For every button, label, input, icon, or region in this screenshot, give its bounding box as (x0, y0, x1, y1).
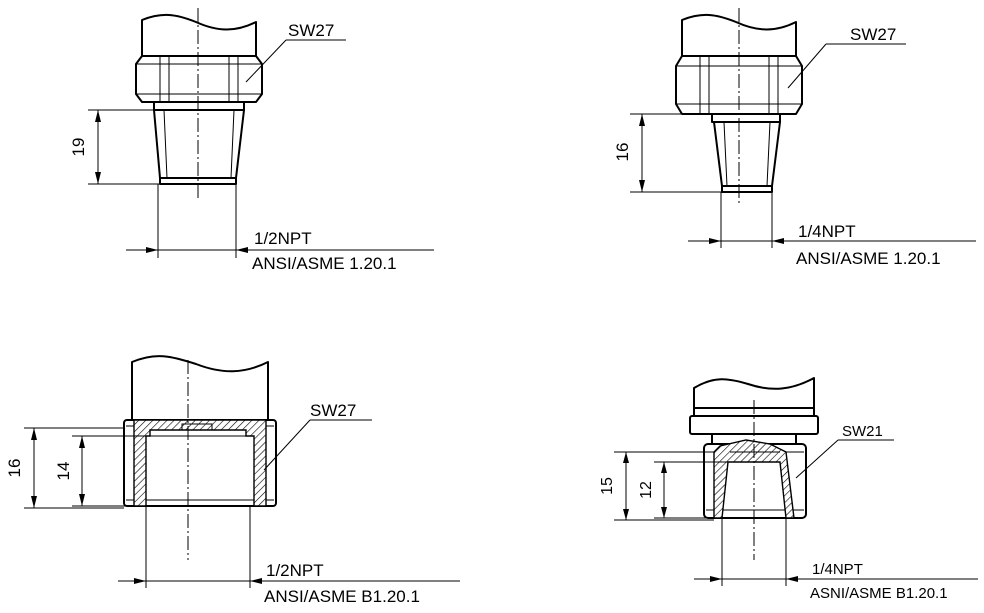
d3-thread-size: 1/2NPT (266, 561, 324, 580)
d1-thread-standard: ANSI/ASME 1.20.1 (252, 254, 397, 273)
d2-thread-standard: ANSI/ASME 1.20.1 (796, 249, 941, 268)
drawing-1-male-half-inch-npt: SW27 19 1/2NPT ANSI/ASME 1.20.1 (69, 8, 434, 273)
d4-outer-dim: 15 (599, 477, 616, 495)
drawing-2-male-quarter-inch-npt: SW27 16 1/4NPT ANSI/ASME 1.20.1 (613, 8, 976, 268)
d4-thread-size: 1/4NPT (812, 561, 863, 578)
d2-thread-size: 1/4NPT (798, 222, 856, 241)
d4-wrench-size: SW21 (842, 423, 883, 440)
d3-inner-dim: 14 (54, 462, 73, 481)
d1-wrench-size: SW27 (288, 21, 334, 40)
d3-outer-dim: 16 (5, 459, 24, 478)
d4-inner-dim: 12 (638, 481, 655, 499)
d3-thread-standard: ANSI/ASME B1.20.1 (264, 587, 420, 606)
d3-wrench-size: SW27 (310, 401, 356, 420)
d1-thread-size: 1/2NPT (254, 229, 312, 248)
drawing-3-female-half-inch-npt: SW27 16 14 1/2NPT ANSI/ASME B1.20.1 (5, 355, 460, 606)
d2-length-dim: 16 (613, 143, 632, 162)
d1-length-dim: 19 (69, 138, 88, 157)
d4-thread-standard: ASNI/ASME B1.20.1 (810, 585, 948, 602)
drawing-4-female-quarter-inch-npt: SW21 15 12 1/4NPT ASNI/ASME B1.20.1 (599, 377, 978, 602)
d2-wrench-size: SW27 (850, 25, 896, 44)
